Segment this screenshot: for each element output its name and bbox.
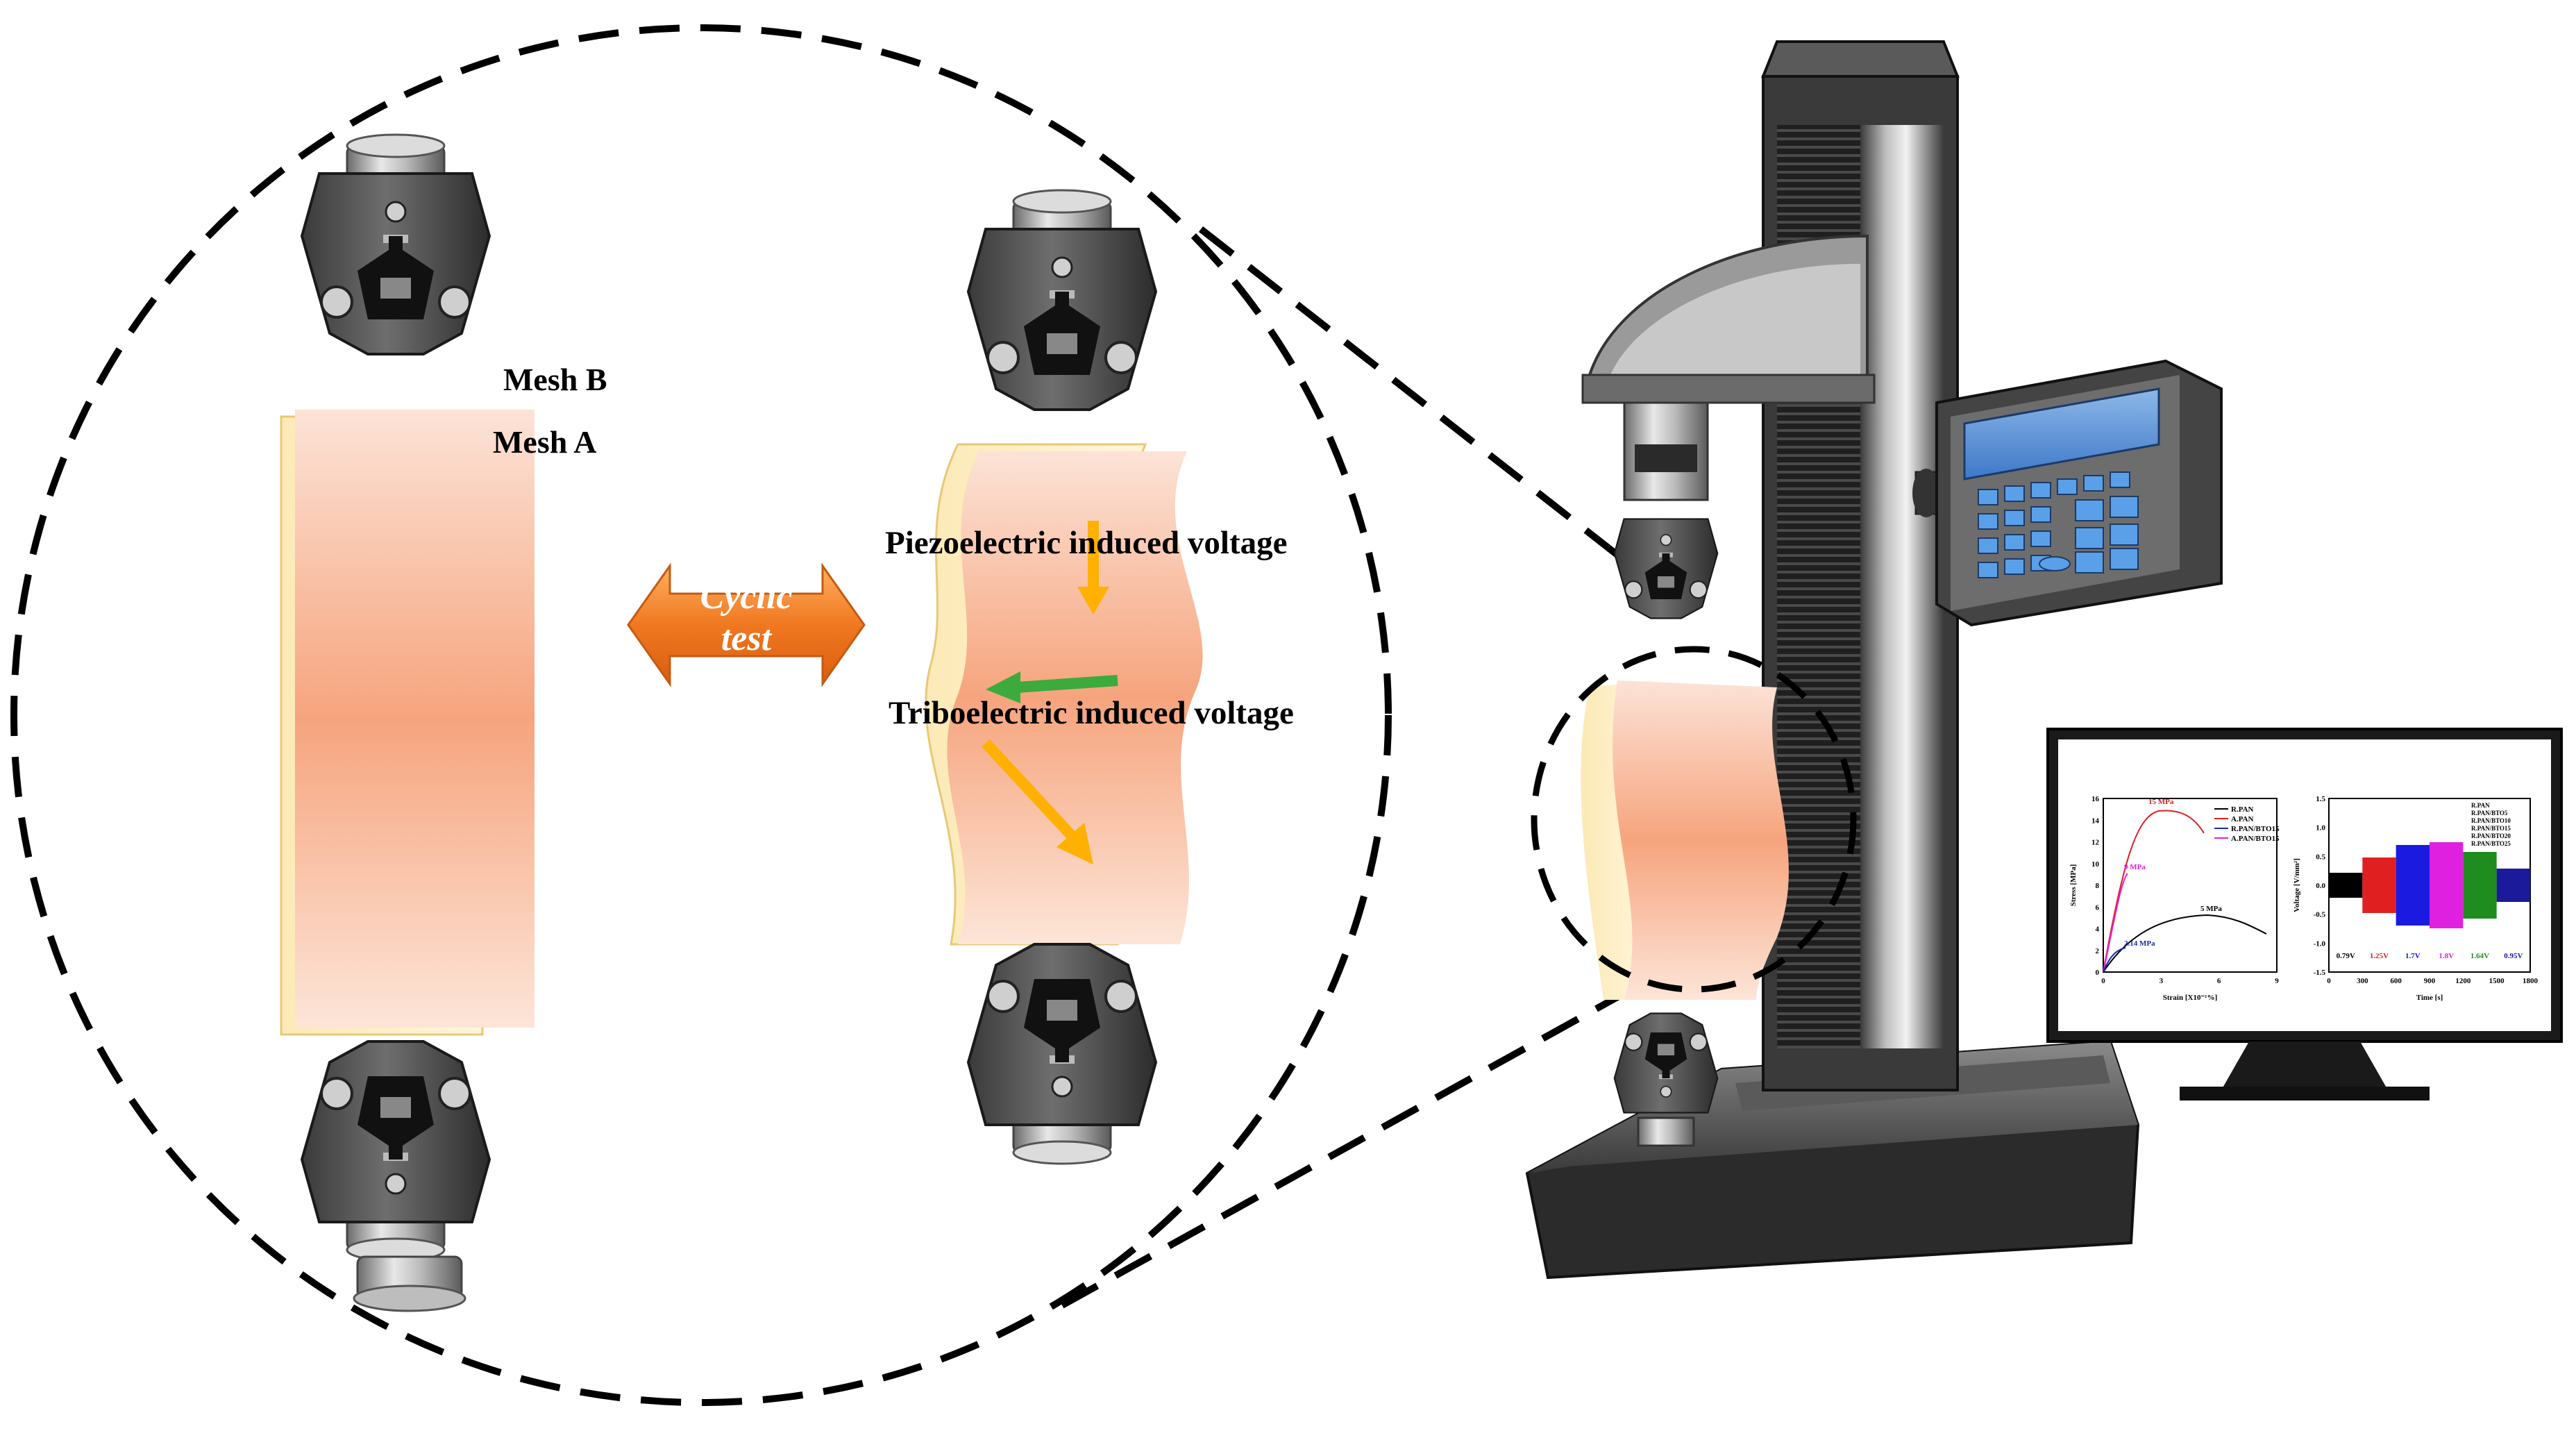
left-bottom-grip	[301, 1040, 491, 1262]
volt-ytick: 1.0	[2316, 824, 2325, 832]
stress-ytick: 0	[2096, 969, 2100, 977]
controller-lcd	[1963, 387, 2160, 480]
stress-annotation: 9 MPa	[2124, 863, 2146, 871]
volt-xtick: 1500	[2489, 977, 2505, 985]
stress-ytick: 10	[2091, 860, 2100, 869]
controller-keypad	[1978, 471, 2139, 578]
volt-legend-entry: R.PAN/BTO5	[2471, 810, 2508, 817]
cyclic-line-1: Cyclic	[700, 577, 793, 617]
stress-xtick: 0	[2101, 977, 2105, 985]
left-specimen	[280, 410, 534, 1036]
stress-ytick: 2	[2096, 947, 2100, 955]
volt-ytick: -1.0	[2314, 939, 2326, 948]
cyclic-line-2: test	[721, 619, 772, 658]
volt-legend-entry: R.PAN/BTO20	[2471, 832, 2511, 839]
voltage-band	[2496, 869, 2530, 902]
voltage-segment-label: 0.95V	[2504, 952, 2523, 960]
stress-ytick: 16	[2091, 795, 2100, 803]
stress-legend-entry: A.PAN	[2231, 815, 2254, 823]
mesh-a-label: Mesh A	[493, 424, 597, 460]
zoom-connector-bottom	[1060, 969, 1665, 1309]
zoom-connector-top	[1198, 226, 1665, 593]
stress-curve-black	[2103, 914, 2267, 973]
volt-xlabel: Time [s]	[2416, 994, 2443, 1002]
cyclic-test-arrow	[627, 562, 866, 687]
stress-ytick: 12	[2091, 839, 2100, 847]
left-top-grip	[301, 133, 491, 355]
stress-legend-entry: R.PAN	[2231, 805, 2254, 814]
stress-curve-pink	[2103, 873, 2128, 973]
right-bottom-grip	[967, 943, 1157, 1165]
stress-ytick: 4	[2096, 926, 2100, 934]
stress-ylabel: Stress [MPa]	[2069, 864, 2078, 907]
voltage-band	[2463, 852, 2497, 919]
zoom-circle	[10, 24, 1392, 1406]
stress-curve-red	[2103, 810, 2205, 973]
right-top-grip	[967, 189, 1157, 411]
stress-xlabel: Strain [X10⁻¹%]	[2163, 994, 2217, 1002]
voltage-band	[2362, 857, 2396, 913]
volt-xtick: 1800	[2523, 977, 2539, 985]
stress-legend-entry: A.PAN/BTO15	[2231, 835, 2280, 843]
mesh-b-deformed	[947, 451, 1203, 944]
volt-legend-entry: R.PAN/BTO25	[2471, 840, 2511, 847]
piezo-arrow-diagonal	[982, 739, 1093, 864]
voltage-chart: -1.5 -1.0 -0.5 0.0 0.5 1.0 1.5 0 300 600 900 1200 15…	[2293, 795, 2539, 1002]
stress-xtick: 3	[2160, 977, 2164, 985]
stress-curve-blue	[2103, 947, 2126, 973]
left-bottom-base	[353, 1255, 466, 1312]
voltage-segment-label: 1.64V	[2470, 952, 2489, 960]
volt-xtick: 1200	[2455, 977, 2471, 985]
voltage-band	[2329, 873, 2363, 898]
cyclic-test-label: Cyclic test	[642, 576, 850, 660]
voltage-band	[2430, 842, 2464, 928]
voltage-segment-label: 0.79V	[2337, 952, 2355, 960]
tribo-arrow-left	[986, 671, 1118, 703]
tribo-label: Triboelectric induced voltage	[889, 695, 1294, 731]
voltage-segment-label: 1.25V	[2370, 952, 2389, 960]
volt-xtick: 900	[2424, 977, 2436, 985]
volt-xtick: 300	[2357, 977, 2368, 985]
stress-annotation: 15 MPa	[2148, 798, 2174, 806]
volt-ytick: -1.5	[2314, 969, 2326, 977]
piezo-label: Piezoelectric induced voltage	[885, 525, 1288, 561]
volt-legend-entry: R.PAN	[2471, 802, 2490, 809]
stress-legend-entry: R.PAN/BTO15	[2231, 825, 2280, 833]
volt-ytick: -0.5	[2314, 911, 2326, 919]
volt-ytick: 1.5	[2316, 795, 2325, 803]
volt-ytick: 0.5	[2316, 853, 2325, 861]
mesh-b-left	[295, 410, 534, 1028]
stress-ytick: 6	[2096, 903, 2100, 912]
stress-ytick: 8	[2096, 882, 2100, 890]
testing-machine	[1525, 40, 2223, 1280]
voltage-segment-label: 1.7V	[2405, 952, 2421, 960]
machine-zoom-circle	[1531, 646, 1857, 993]
voltage-segment-label: 1.8V	[2439, 952, 2454, 960]
mesh-b-label: Mesh B	[503, 362, 607, 397]
volt-legend-entry: R.PAN/BTO10	[2471, 817, 2511, 824]
stress-annotation: 2.14 MPa	[2124, 939, 2155, 948]
stress-xtick: 6	[2217, 977, 2221, 985]
stress-ytick: 14	[2091, 817, 2100, 825]
piezo-arrow-down	[1077, 521, 1109, 614]
volt-ylabel: Voltage [V/mm²]	[2293, 858, 2301, 912]
voltage-band	[2396, 845, 2430, 926]
volt-xtick: 0	[2327, 977, 2331, 985]
stress-annotation: 5 MPa	[2200, 905, 2222, 913]
stress-xtick: 9	[2275, 977, 2279, 985]
volt-legend-entry: R.PAN/BTO15	[2471, 825, 2511, 832]
volt-ytick: 0.0	[2316, 882, 2325, 890]
volt-xtick: 600	[2390, 977, 2402, 985]
